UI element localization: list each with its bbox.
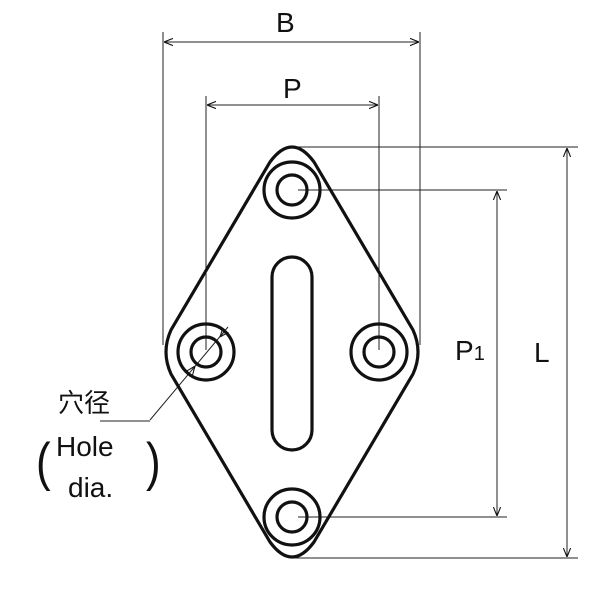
hole-left <box>176 322 236 382</box>
label-P1: P1 <box>455 335 485 366</box>
label-P: P <box>283 73 302 104</box>
label-hole-jp: 穴径 <box>58 388 110 418</box>
label-L: L <box>534 337 550 368</box>
paren-open: ( <box>36 433 51 492</box>
label-hole-en-1: Hole <box>56 431 114 462</box>
hole-top <box>262 160 322 220</box>
hole-right <box>349 322 409 382</box>
center-slot <box>270 255 314 452</box>
hole-bottom <box>262 487 322 547</box>
paren-close: ) <box>146 433 161 492</box>
extension-lines <box>162 32 578 559</box>
label-hole-en-2: dia. <box>68 472 113 503</box>
label-B: B <box>276 7 295 38</box>
diamond-plate-outline <box>164 145 420 559</box>
